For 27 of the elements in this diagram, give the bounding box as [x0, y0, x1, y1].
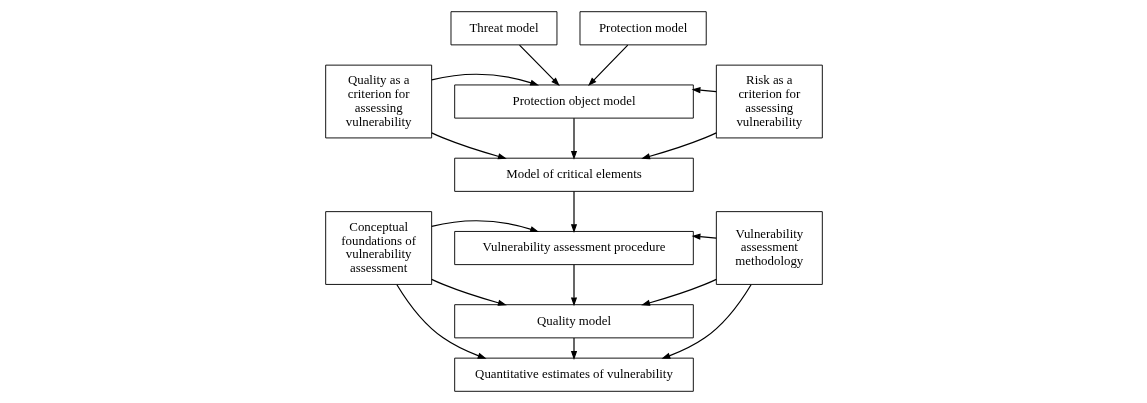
- arrow: [395, 284, 487, 359]
- arrow: [691, 87, 717, 94]
- node-box: Protection object model: [453, 84, 694, 119]
- node-box: Quality as a criterion for assessing vulnerability: [324, 64, 432, 139]
- node-box: Vulnerability assessment methodology: [715, 211, 823, 285]
- arrow: [660, 284, 752, 359]
- node-box: Risk as a criterion for assessing vulnerability: [715, 64, 823, 139]
- arrow: [640, 278, 717, 306]
- node-box: Vulnerability assessment procedure: [453, 231, 694, 266]
- arrow: [570, 337, 577, 360]
- arrow: [430, 278, 507, 306]
- node-box: Threat model: [450, 11, 557, 46]
- arrow: [430, 132, 507, 160]
- arrow: [570, 264, 577, 307]
- arrow: [430, 73, 539, 86]
- node-box: Protection model: [579, 11, 707, 46]
- arrow: [430, 220, 539, 233]
- node-box: Quality model: [453, 304, 694, 339]
- node-box: Conceptual foundations of vulnerability assessment: [324, 211, 432, 285]
- node-box: Quantitative estimates of vulnerability: [453, 357, 694, 392]
- arrow: [640, 132, 717, 160]
- arrow: [570, 190, 577, 234]
- arrow: [587, 44, 628, 87]
- arrow: [691, 233, 717, 240]
- node-box: Model of critical elements: [453, 157, 694, 192]
- arrow: [518, 44, 560, 87]
- arrow: [570, 117, 577, 160]
